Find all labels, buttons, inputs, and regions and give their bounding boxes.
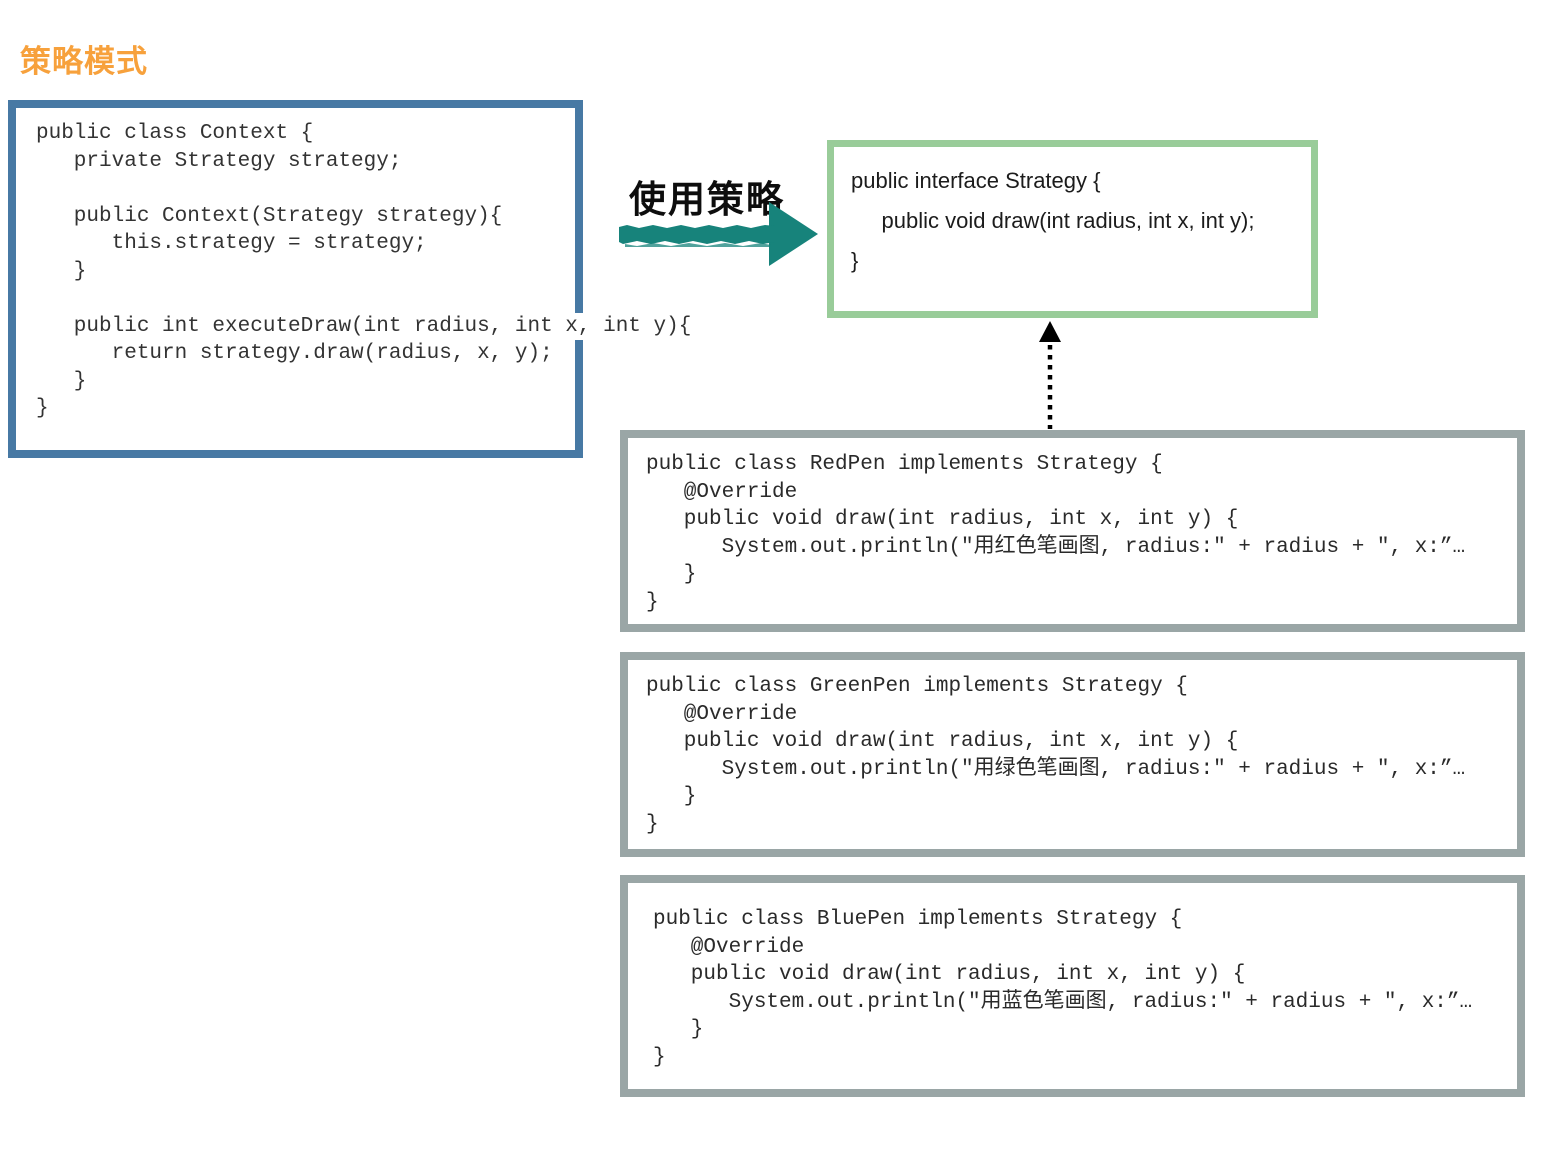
context-class-code: public class Context { private Strategy …: [36, 120, 692, 423]
redpen-class-code: public class RedPen implements Strategy …: [646, 451, 1517, 616]
strategy-interface-code: public interface Strategy { public void …: [851, 161, 1311, 281]
use-strategy-label: 使用策略: [629, 179, 785, 220]
context-class-box: public class Context { private Strategy …: [8, 100, 692, 458]
redpen-class-box: public class RedPen implements Strategy …: [620, 430, 1525, 632]
bluepen-class-code: public class BluePen implements Strategy…: [653, 906, 1517, 1071]
strategy-interface-box: public interface Strategy { public void …: [827, 140, 1318, 318]
use-strategy-arrow-icon: [619, 202, 818, 266]
implements-arrow-icon: [1039, 321, 1061, 429]
bluepen-class-box: public class BluePen implements Strategy…: [620, 875, 1525, 1097]
greenpen-class-box: public class GreenPen implements Strateg…: [620, 652, 1525, 857]
greenpen-class-code: public class GreenPen implements Strateg…: [646, 673, 1517, 838]
page-title: 策略模式: [20, 44, 148, 79]
